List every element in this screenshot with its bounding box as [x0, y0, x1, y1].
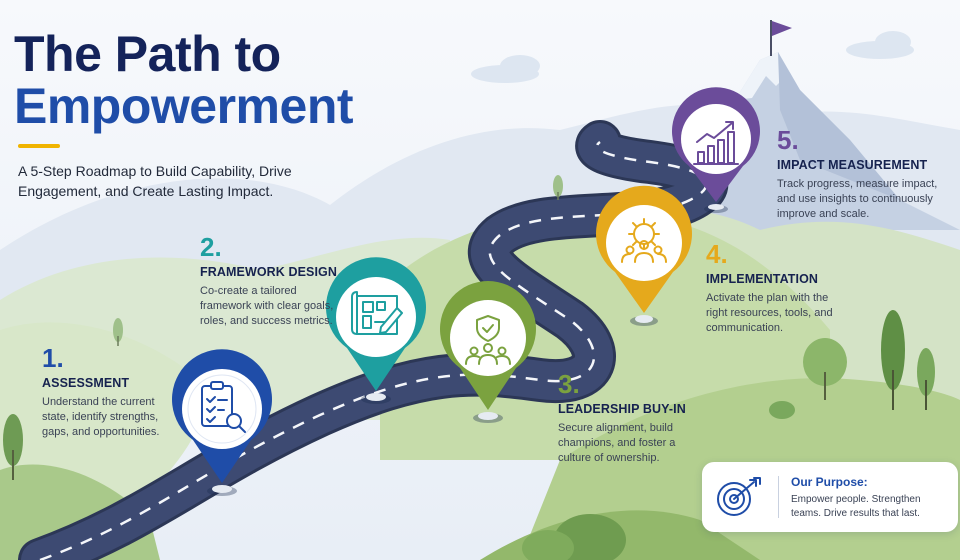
step-number: 5.	[777, 125, 799, 155]
step-1-assessment: 1. ASSESSMENT Understand the current sta…	[42, 344, 172, 440]
step-heading: ASSESSMENT	[42, 376, 130, 390]
step-number: 2.	[200, 232, 222, 262]
step-5-impact-measurement: 5. IMPACT MEASUREMENT Track progress, me…	[777, 126, 943, 222]
summit-flag	[770, 20, 792, 56]
step-3-leadership-buy-in: 3. LEADERSHIP BUY-IN Secure alignment, b…	[558, 370, 688, 466]
purpose-text: Empower people. Strengthen teams. Drive …	[791, 494, 921, 519]
page-subtitle: A 5-Step Roadmap to Build Capability, Dr…	[18, 163, 292, 199]
step-heading: IMPLEMENTATION	[706, 272, 819, 286]
mountain-snow	[735, 52, 790, 100]
step-number: 3.	[558, 369, 580, 399]
step-number: 1.	[42, 343, 64, 373]
pin-assessment	[172, 349, 272, 496]
step-heading: FRAMEWORK DESIGN	[200, 265, 338, 279]
step-description: Co-create a tailored framework with clea…	[200, 285, 334, 327]
pin-framework-design	[326, 257, 426, 404]
mountain-shade	[778, 52, 900, 200]
step-heading: IMPACT MEASUREMENT	[777, 158, 928, 172]
step-4-implementation: 4. IMPLEMENTATION Activate the plan with…	[706, 240, 846, 336]
title-line-1: The Path to	[14, 26, 281, 82]
page-title: The Path to Empowerment	[14, 26, 354, 134]
shield-team-icon	[465, 315, 511, 365]
pin-implementation	[596, 185, 692, 326]
purpose-divider	[778, 476, 779, 518]
title-accent-bar	[18, 144, 60, 148]
step-description: Understand the current state, identify s…	[42, 396, 160, 438]
growth-chart-icon	[693, 121, 739, 165]
step-number: 4.	[706, 239, 728, 269]
step-description: Secure alignment, build champions, and f…	[558, 422, 676, 464]
trees	[3, 175, 935, 560]
pin-leadership-buy-in	[440, 281, 537, 423]
step-heading: LEADERSHIP BUY-IN	[558, 402, 686, 416]
purpose-card: Our Purpose: Empower people. Strengthen …	[702, 462, 958, 532]
step-description: Track progress, measure impact, and use …	[777, 178, 938, 220]
gear-team-icon	[621, 218, 667, 263]
step-2-framework-design: 2. FRAMEWORK DESIGN Co-create a tailored…	[200, 233, 340, 329]
target-arrow-icon	[717, 477, 761, 516]
purpose-title: Our Purpose:	[791, 475, 868, 489]
pin-impact-measurement	[672, 87, 761, 213]
clipboard-search-icon	[201, 381, 246, 433]
step-description: Activate the plan with the right resourc…	[706, 292, 833, 334]
title-line-2: Empowerment	[14, 78, 354, 134]
blueprint-pencil-icon	[351, 291, 403, 335]
